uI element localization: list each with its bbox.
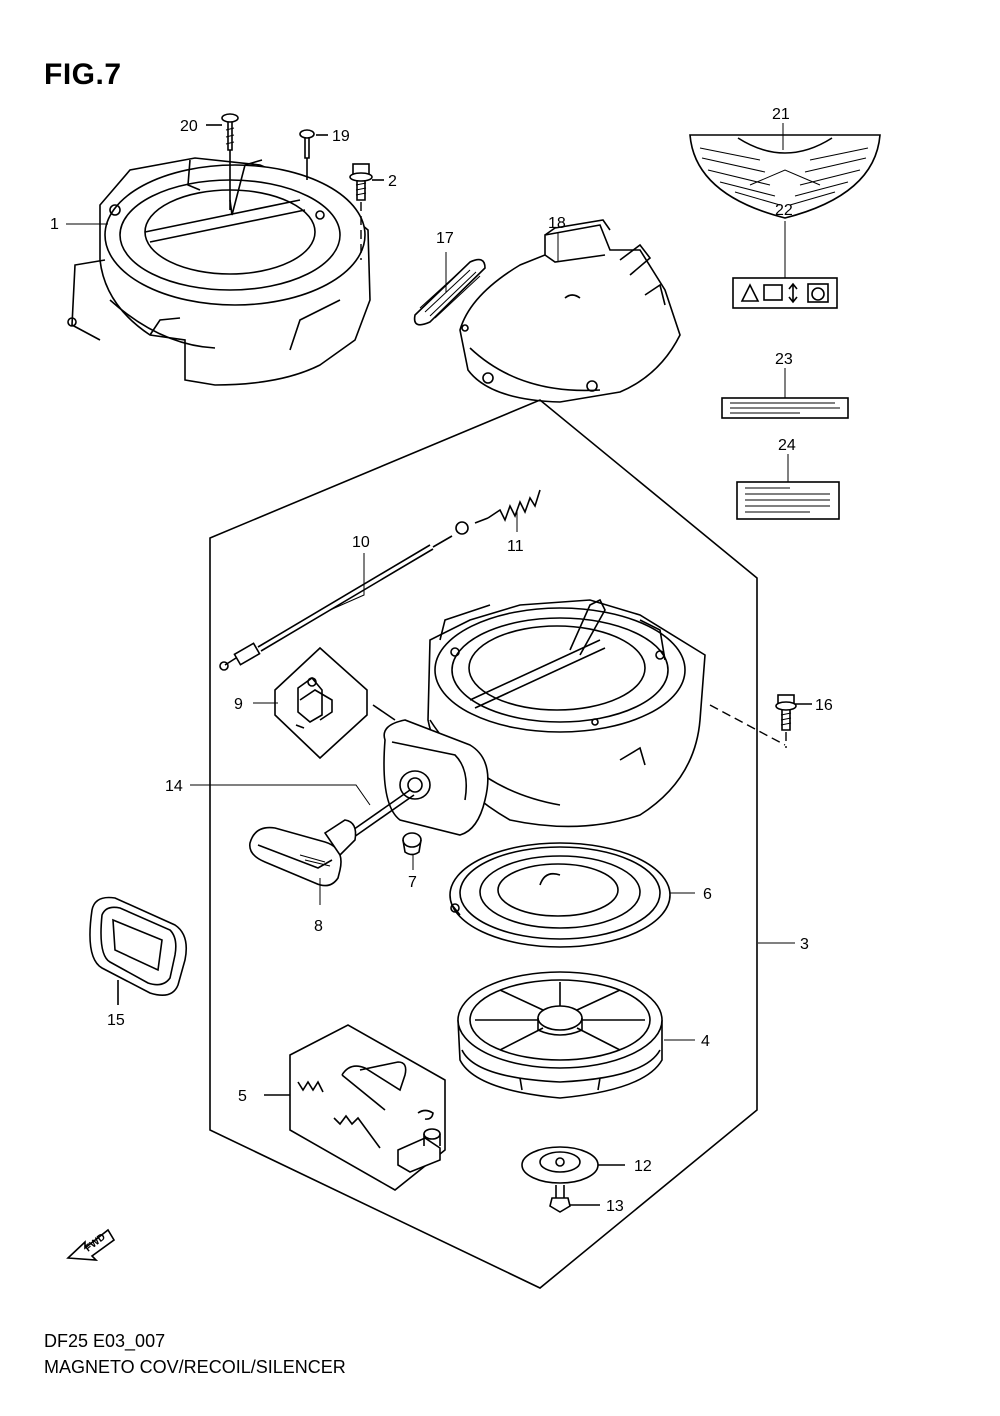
part-7-bushing[interactable] [402,832,422,856]
callout-14: 14 [165,778,183,795]
callout-9: 9 [234,696,243,713]
callout-12: 12 [634,1158,652,1175]
callout-4: 4 [701,1033,710,1050]
part-11-spring[interactable] [474,489,541,524]
part-17-intake-grille[interactable] [413,258,486,326]
callout-15: 15 [107,1012,125,1029]
part-15-seal[interactable] [89,896,188,1006]
part-10-cable[interactable] [219,521,469,671]
part-20-screw[interactable] [206,113,239,210]
recoil-starter-housing[interactable] [372,598,786,828]
part-1-magneto-cover[interactable] [67,157,371,386]
callout-17: 17 [436,230,454,247]
callout-5: 5 [238,1088,247,1105]
part-23-label[interactable] [721,397,849,419]
part-19-screw[interactable] [299,129,328,180]
callout-22: 22 [775,202,793,219]
callout-24: 24 [778,437,796,454]
leader-lines [66,123,795,1041]
callout-21: 21 [772,106,790,123]
part-14-rope[interactable] [190,784,415,838]
figure-caption: MAGNETO COV/RECOIL/SILENCER [44,1357,346,1377]
callout-1: 1 [50,216,59,233]
part-5-ratchet-kit[interactable] [264,1024,446,1191]
part-12-plate[interactable] [521,1146,625,1184]
callout-11: 11 [507,538,524,555]
callout-10: 10 [352,534,370,551]
part-4-reel[interactable] [457,971,663,1099]
callout-labels: 1 2 3 4 5 6 7 8 9 10 11 12 13 14 15 16 1… [50,106,833,1215]
callout-16: 16 [815,697,833,714]
part-22-warning-label[interactable] [732,277,838,309]
assembly-boundary-frame [209,399,758,1289]
part-18-silencer-cover[interactable] [459,219,681,403]
part-6-recoil-spring[interactable] [449,842,671,948]
model-code: DF25 E03_007 [44,1331,166,1351]
figure-title: FIG.7 [44,58,122,91]
callout-7: 7 [408,874,417,891]
callout-8: 8 [314,918,323,935]
callout-3: 3 [800,936,809,953]
part-16-bolt[interactable] [775,694,812,748]
part-9-bracket-group[interactable] [274,646,368,760]
callout-19: 19 [332,128,350,145]
callout-18: 18 [548,215,566,232]
callout-6: 6 [703,886,712,903]
callout-23: 23 [775,351,793,368]
callout-2: 2 [388,173,397,190]
fwd-arrow-icon: FWD [66,1228,116,1261]
part-24-label[interactable] [736,481,840,520]
callout-13: 13 [606,1198,624,1215]
callout-20: 20 [180,118,198,135]
part-8-handle[interactable] [248,819,357,887]
part-21-decal-arc[interactable] [689,134,881,219]
part-13-bolt[interactable] [549,1185,600,1213]
part-2-bolt[interactable] [349,163,384,260]
